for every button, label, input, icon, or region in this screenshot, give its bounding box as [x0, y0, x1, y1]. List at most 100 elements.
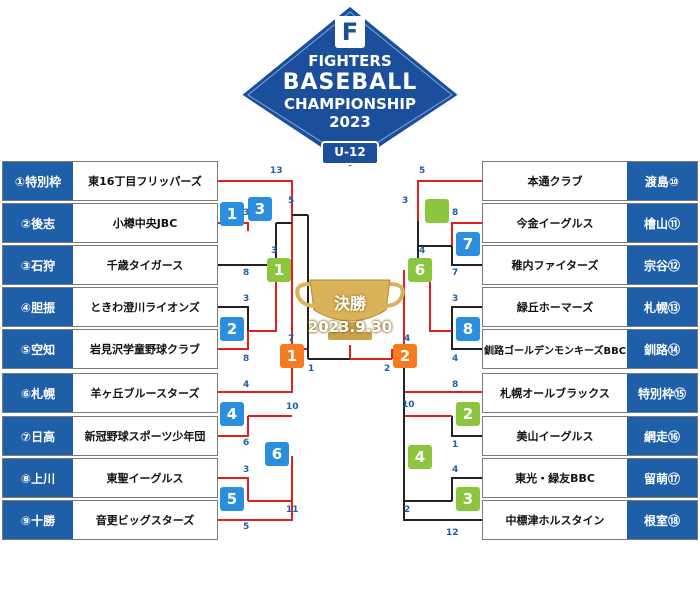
team-left-2[interactable]: ②後志 小樽中央JBC	[2, 203, 218, 243]
team-seed: 宗谷⑫	[627, 246, 697, 284]
score-label: 13	[270, 166, 283, 176]
team-seed: ①特別枠	[3, 162, 73, 200]
game-box-right-r1a[interactable]: 7	[456, 232, 480, 256]
logo-age-badge: U-12	[334, 145, 366, 159]
bracket-connector	[248, 275, 277, 332]
score-label: 5	[419, 166, 426, 176]
team-left-1[interactable]: ①特別枠 東16丁目フリッパーズ	[2, 161, 218, 201]
team-right-18[interactable]: 中標津ホルスタイン 根室⑱	[482, 500, 698, 540]
bracket-connector	[451, 477, 482, 501]
final-label: 決勝	[333, 294, 366, 313]
score-label: 1	[308, 364, 315, 374]
team-seed: 渡島⑩	[627, 162, 697, 200]
logo-line-baseball: BASEBALL	[282, 70, 418, 95]
team-right-17[interactable]: 東光・緑友BBC 留萌⑰	[482, 458, 698, 498]
team-right-11[interactable]: 今金イーグルス 檜山⑪	[482, 203, 698, 243]
game-box-left-r1b[interactable]: 2	[220, 317, 244, 341]
team-seed: ③石狩	[3, 246, 73, 284]
game-box-right-r1d[interactable]: 3	[456, 487, 480, 511]
bracket-connector	[451, 416, 482, 437]
team-seed: ④胆振	[3, 288, 73, 326]
game-box-right-sf[interactable]: 2	[393, 344, 417, 368]
team-right-13[interactable]: 緑丘ホーマーズ 札幌⑬	[482, 287, 698, 327]
bracket-connector	[218, 416, 249, 437]
score-label: 3	[243, 465, 250, 475]
score-label: 2	[404, 505, 411, 515]
game-box-left-r1a[interactable]: 1	[220, 202, 244, 226]
score-label: 10	[402, 400, 415, 410]
tournament-logo	[237, 3, 463, 170]
score-label: 4	[419, 246, 426, 256]
team-right-15[interactable]: 札幌オールブラックス 特別枠⑮	[482, 373, 698, 413]
team-seed: 留萌⑰	[627, 459, 697, 497]
team-name: 千歳タイガース	[106, 259, 184, 272]
team-name: 音更ビッグスターズ	[95, 514, 195, 527]
team-right-16[interactable]: 美山イーグルス 網走⑯	[482, 416, 698, 456]
team-right-14[interactable]: 釧路ゴールデンモンキーズBBC 釧路⑭	[482, 329, 698, 369]
team-left-6[interactable]: ⑥札幌 羊ヶ丘ブルースターズ	[2, 373, 218, 413]
score-label: 11	[286, 505, 299, 515]
score-label: 1	[452, 440, 459, 450]
team-seed: 網走⑯	[627, 417, 697, 455]
team-name: 中標津ホルスタイン	[505, 514, 605, 527]
score-label: 8	[452, 208, 459, 218]
team-seed: ⑥札幌	[3, 374, 73, 412]
score-label: 8	[243, 268, 250, 278]
logo-monogram: F	[341, 18, 359, 46]
score-label: 10	[286, 402, 299, 412]
team-seed: 釧路⑭	[627, 330, 697, 368]
game-box-right-r1b[interactable]: 8	[456, 317, 480, 341]
team-left-5[interactable]: ⑤空知 岩見沢学童野球クラブ	[2, 329, 218, 369]
score-label: 5	[243, 522, 250, 532]
game-box-left-r1d[interactable]: 5	[220, 487, 244, 511]
game-box-right-r1c[interactable]: 2	[456, 402, 480, 426]
team-name: 東光・緑友BBC	[515, 472, 595, 485]
team-left-7[interactable]: ⑦日高 新冠野球スポーツ少年団	[2, 416, 218, 456]
score-label: 4	[243, 380, 250, 390]
bracket-connector	[451, 331, 482, 350]
team-name: 東16丁目フリッパーズ	[88, 175, 202, 188]
game-box-left-r2b[interactable]: 6	[265, 442, 289, 466]
bracket-connector	[218, 306, 249, 331]
team-seed: 特別枠⑮	[627, 374, 697, 412]
team-left-8[interactable]: ⑧上川 東聖イーグルス	[2, 458, 218, 498]
team-seed: 根室⑱	[627, 501, 697, 539]
score-label: 8	[452, 380, 459, 390]
game-box-right-r2b[interactable]: 4	[408, 445, 432, 469]
bracket-connector	[218, 180, 293, 349]
score-label: 3	[271, 246, 278, 256]
game-box-left-qf[interactable]: 1	[267, 258, 291, 282]
game-box-left-r1c[interactable]: 4	[220, 402, 244, 426]
bracket-connector	[218, 456, 293, 521]
team-left-4[interactable]: ④胆振 ときわ澄川ライオンズ	[2, 287, 218, 327]
game-box-right-qf[interactable]: 6	[408, 258, 432, 282]
logo-line-championship: CHAMPIONSHIP	[284, 95, 416, 113]
score-label: 8	[243, 354, 250, 364]
team-seed: ⑧上川	[3, 459, 73, 497]
team-left-9[interactable]: ⑨十勝 音更ビッグスターズ	[2, 500, 218, 540]
game-box-right-r2a[interactable]	[425, 199, 449, 223]
team-name: 本通クラブ	[527, 175, 583, 188]
bracket-connector	[218, 331, 249, 350]
team-name: 緑丘ホーマーズ	[516, 301, 594, 314]
score-label: 3	[402, 196, 409, 206]
bracket-connector	[417, 180, 482, 221]
trophy-icon	[295, 279, 405, 340]
game-box-left-sf[interactable]: 1	[280, 344, 304, 368]
game-box-left-r2a[interactable]: 3	[248, 197, 272, 221]
team-name: 今金イーグルス	[516, 217, 594, 230]
bracket-connector	[451, 306, 482, 331]
bracket-connector	[451, 222, 482, 246]
team-name: ときわ澄川ライオンズ	[90, 301, 200, 314]
team-name: 岩見沢学童野球クラブ	[90, 343, 200, 356]
team-seed: ⑤空知	[3, 330, 73, 368]
score-label: 6	[243, 438, 250, 448]
score-label: 7	[452, 268, 459, 278]
score-label: 7	[288, 334, 295, 344]
team-right-10[interactable]: 本通クラブ 渡島⑩	[482, 161, 698, 201]
team-left-3[interactable]: ③石狩 千歳タイガース	[2, 245, 218, 285]
team-right-12[interactable]: 稚内ファイターズ 宗谷⑫	[482, 245, 698, 285]
team-seed: ⑦日高	[3, 417, 73, 455]
team-seed: 札幌⑬	[627, 288, 697, 326]
team-name: 羊ヶ丘ブルースターズ	[90, 387, 200, 400]
